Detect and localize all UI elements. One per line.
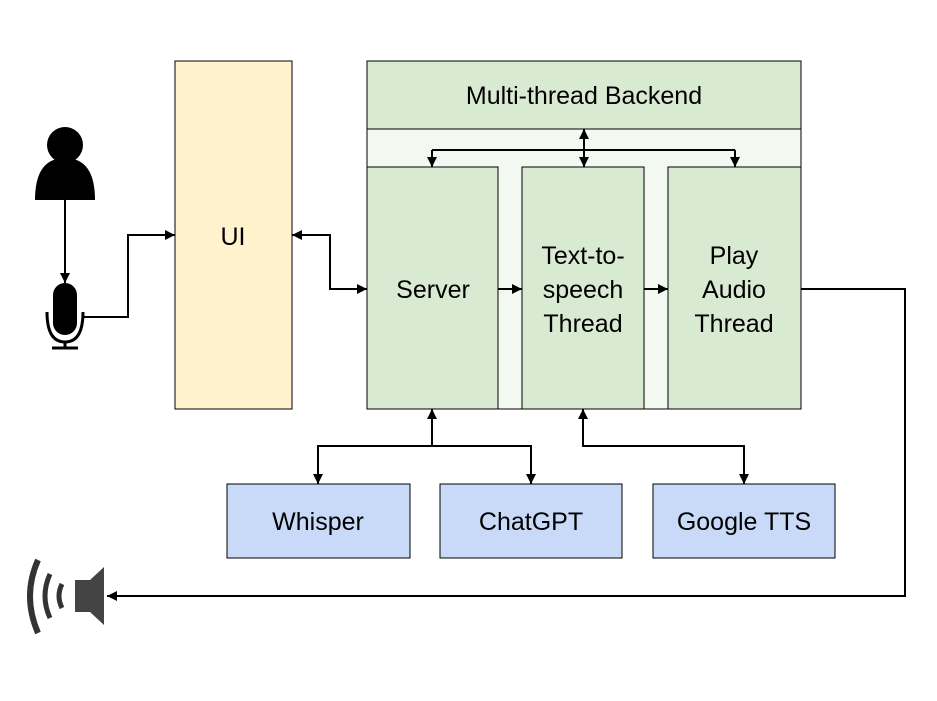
play-thread-label-line2: Audio	[702, 276, 766, 304]
chatgpt-label: ChatGPT	[479, 508, 583, 536]
backend-header	[366, 60, 802, 130]
person-icon	[35, 127, 95, 200]
tts-thread-label-line3: Thread	[543, 310, 622, 338]
chatgpt-box	[439, 483, 623, 559]
google-tts-box	[652, 483, 836, 559]
play-audio-thread-box	[667, 166, 802, 410]
mic-to-ui-arrow	[84, 230, 175, 318]
microphone-icon	[45, 283, 85, 350]
whisper-box	[226, 483, 411, 559]
ui-server-arrow	[292, 230, 367, 294]
speaker-icon	[27, 558, 104, 635]
tts-thread-label-line2: speech	[543, 276, 624, 304]
server-to-chatgpt-arrow	[432, 445, 536, 484]
play-to-speaker-arrow	[107, 288, 906, 601]
play-thread-label-line3: Thread	[694, 310, 773, 338]
backend-title: Multi-thread Backend	[466, 82, 702, 110]
tts-google-arrow	[578, 409, 749, 484]
ui-label: UI	[221, 223, 246, 251]
google-tts-label: Google TTS	[677, 508, 811, 536]
play-thread-label-line1: Play	[710, 242, 759, 270]
whisper-label: Whisper	[272, 508, 364, 536]
ui-box	[174, 60, 293, 410]
tts-thread-label-line1: Text-to-	[541, 242, 624, 270]
server-to-whisper-arrow	[313, 445, 432, 484]
tts-thread-box	[521, 166, 645, 410]
server-label: Server	[396, 276, 470, 304]
